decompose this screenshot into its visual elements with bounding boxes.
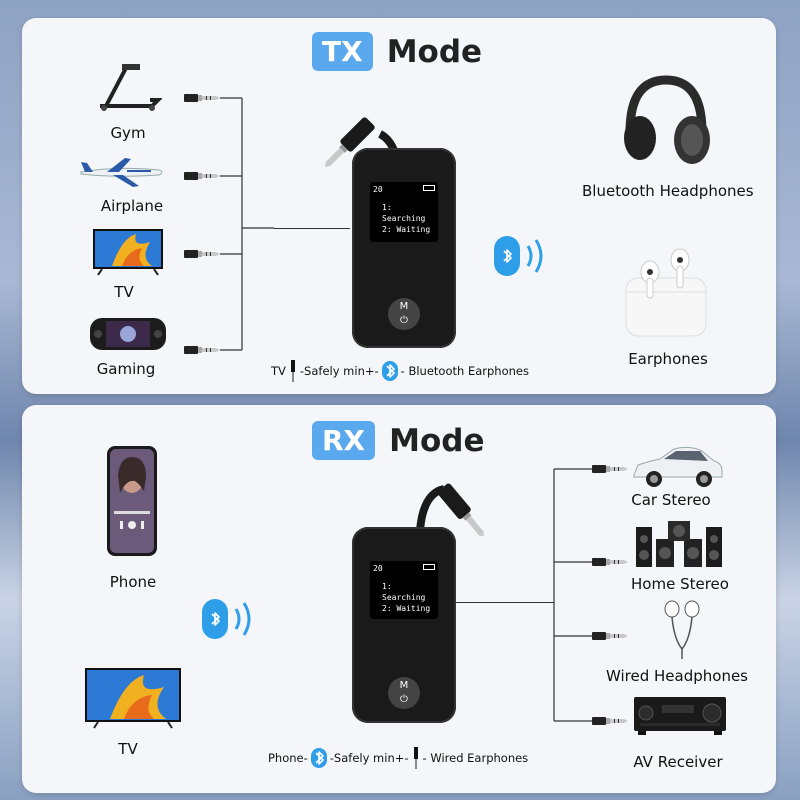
tx-caption-middle: -Safely min+- xyxy=(299,364,379,378)
battery-icon xyxy=(423,185,435,191)
rx-caption-right: - Wired Earphones xyxy=(422,751,529,765)
tx-mode-title: TX Mode xyxy=(312,32,482,71)
output-label-earphones: Earphones xyxy=(628,350,708,368)
aux-jack-icon xyxy=(290,360,295,382)
av-receiver-icon xyxy=(634,697,726,735)
tx-device-screen: 20 1: Searching 2: Waiting xyxy=(370,182,438,242)
rx-receiver-device: 20 1: Searching 2: Waiting M ⏻ xyxy=(352,527,456,723)
output-label-av-receiver: AV Receiver xyxy=(633,753,723,771)
speakers-icon xyxy=(636,521,722,567)
airplane-icon xyxy=(80,158,163,187)
car-icon xyxy=(633,446,723,487)
handheld-console-icon xyxy=(90,318,166,350)
tx-mode-word: Mode xyxy=(386,33,483,70)
tx-transmitter-device: 20 1: Searching 2: Waiting M ⏻ xyxy=(352,148,456,348)
wired-earphones-icon xyxy=(664,600,700,659)
output-label-wired-headphones: Wired Headphones xyxy=(605,667,749,685)
tx-connector-line xyxy=(274,228,350,230)
tx-screen-line2: 2: Waiting xyxy=(382,225,431,234)
bluetooth-icon xyxy=(310,748,327,768)
tx-cable-bus xyxy=(184,94,274,354)
rx-screen-line2: 2: Waiting xyxy=(382,604,431,613)
battery-icon xyxy=(423,564,435,570)
output-label-home-stereo: Home Stereo xyxy=(631,575,729,593)
tx-caption-right: - Bluetooth Earphones xyxy=(400,364,529,378)
output-label-bluetooth-headphones: Bluetooth Headphones xyxy=(582,182,754,200)
rx-device-screen: 20 1: Searching 2: Waiting xyxy=(370,561,438,619)
rx-caption-middle: -Safely min+- xyxy=(329,751,409,765)
output-label-car-stereo: Car Stereo xyxy=(631,491,711,509)
bluetooth-icon xyxy=(381,361,398,381)
headphones-icon xyxy=(624,75,710,164)
power-icon: ⏻ xyxy=(400,315,408,326)
rx-screen-line1: 1: Searching xyxy=(382,582,426,602)
source-label-tv: TV xyxy=(114,283,134,301)
tx-mode-panel: TX Mode Gym Airplane TV Gaming xyxy=(22,18,776,394)
tx-caption: TV -Safely min+- - Bluetooth Earphones xyxy=(271,360,529,382)
earbuds-icon xyxy=(625,248,707,337)
rx-caption: Phone- -Safely min+- - Wired Earphones xyxy=(268,747,528,769)
tx-mode-button[interactable]: M ⏻ xyxy=(388,298,420,330)
tx-volume-readout: 20 xyxy=(373,185,383,194)
power-icon: ⏻ xyxy=(400,694,408,705)
rx-mode-panel: RX Mode Phone TV xyxy=(22,405,776,793)
tx-badge: TX xyxy=(312,32,373,71)
rx-mode-word: Mode xyxy=(389,422,485,459)
rx-connector-line xyxy=(456,602,554,604)
source-label-gaming: Gaming xyxy=(96,360,156,378)
mode-button-label: M xyxy=(399,301,409,312)
source-label-phone: Phone xyxy=(109,573,157,591)
rx-volume-readout: 20 xyxy=(373,564,383,573)
tx-caption-left: TV xyxy=(271,364,286,378)
rx-mode-button[interactable]: M ⏻ xyxy=(388,677,420,709)
tv-icon xyxy=(85,668,181,729)
rx-mode-title: RX Mode xyxy=(312,421,485,460)
tv-icon xyxy=(93,229,163,276)
smartphone-icon xyxy=(107,446,157,556)
rx-cable-bus xyxy=(553,465,628,725)
source-label-airplane: Airplane xyxy=(100,197,164,215)
rx-caption-left: Phone- xyxy=(268,751,308,765)
rx-badge: RX xyxy=(312,421,376,460)
treadmill-icon xyxy=(100,64,162,111)
source-label-gym: Gym xyxy=(110,124,146,142)
aux-jack-icon xyxy=(413,747,418,769)
mode-button-label: M xyxy=(399,680,409,691)
bluetooth-signal-icon xyxy=(202,599,251,639)
bluetooth-signal-icon xyxy=(494,236,543,276)
tx-screen-line1: 1: Searching xyxy=(382,203,426,223)
source-label-tv: TV xyxy=(118,740,138,758)
